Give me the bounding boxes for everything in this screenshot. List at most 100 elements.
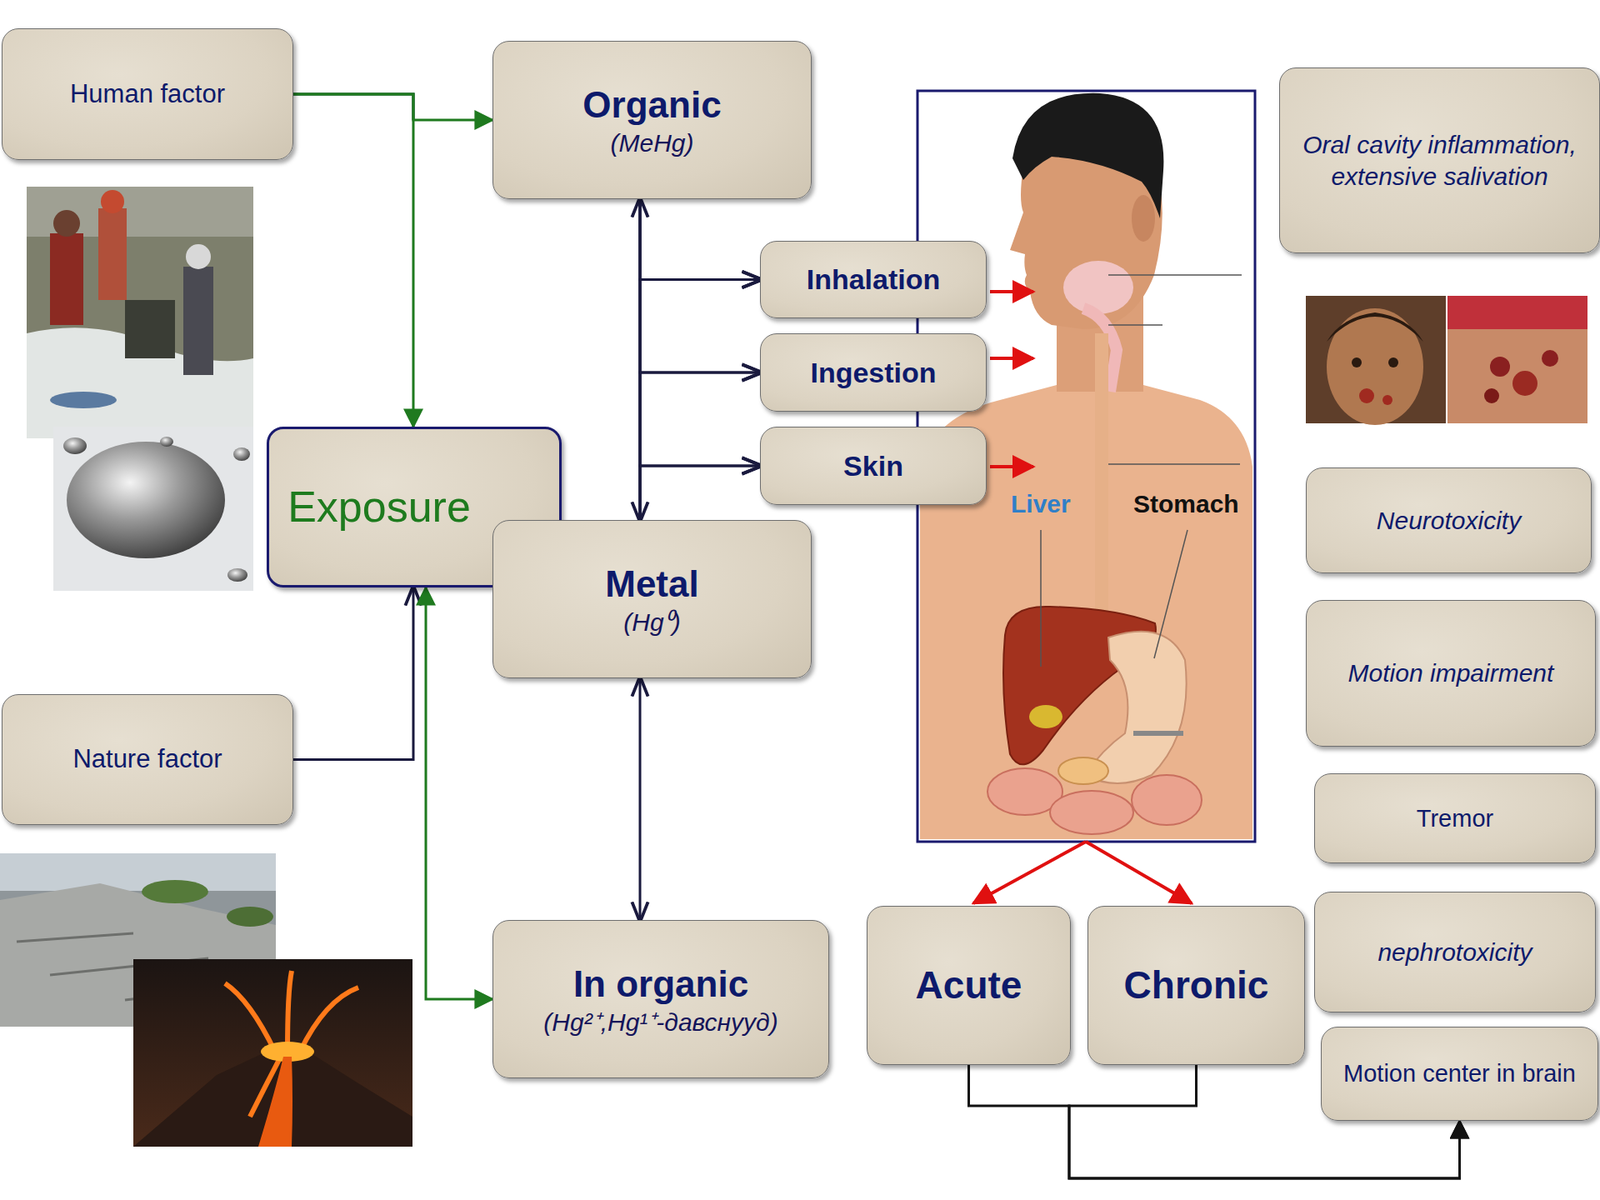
- mercury-drop: [66, 441, 225, 559]
- child-face: [1326, 308, 1424, 425]
- connector: [640, 372, 760, 520]
- workers-photo: [26, 186, 254, 439]
- box-text: Inhalation: [806, 261, 941, 298]
- box-text: Human factor: [70, 78, 225, 111]
- route-arrow: [990, 290, 1034, 294]
- effect-box: nephrotoxicity: [1314, 891, 1596, 1013]
- box-text: Oral cavity inflammation, extensive sali…: [1293, 129, 1586, 192]
- photo-bg: [53, 426, 254, 591]
- form-box: Metal(Hg⁰): [492, 520, 812, 679]
- form-box: Organic(MeHg): [492, 40, 812, 200]
- mercury-drop: [160, 436, 174, 447]
- box-text: (MeHg): [610, 127, 694, 160]
- source-box: Nature factor: [1, 694, 294, 825]
- red-arrows: [973, 291, 1192, 904]
- box-text: Organic: [582, 81, 721, 128]
- esophagus: [1095, 333, 1109, 642]
- effect-box: Oral cavity inflammation, extensive sali…: [1279, 67, 1600, 254]
- organ-label: Liver: [1010, 490, 1071, 518]
- effect-box: Neurotoxicity: [1305, 467, 1592, 574]
- photo-bg: [1447, 295, 1588, 424]
- box-text: Ingestion: [810, 355, 936, 391]
- connector: [640, 280, 760, 521]
- child-eye: [1388, 357, 1399, 368]
- connector: [425, 587, 493, 1000]
- route-arrow: [990, 356, 1034, 360]
- lesion: [1359, 388, 1375, 404]
- connector: [293, 587, 414, 760]
- volcano-photo: [133, 959, 413, 1147]
- worker-figure: [125, 300, 175, 359]
- mercury-drop: [63, 437, 87, 455]
- box-text: Skin: [843, 448, 904, 485]
- child-eye: [1351, 357, 1362, 368]
- connector: [640, 199, 760, 373]
- worker-figure: [183, 266, 214, 375]
- lesion: [1490, 356, 1510, 377]
- intestine: [1131, 775, 1202, 825]
- connector: [639, 678, 642, 920]
- lesion: [1382, 395, 1393, 405]
- box-text: nephrotoxicity: [1377, 936, 1532, 969]
- connector: [293, 94, 493, 120]
- gallbladder: [1029, 705, 1063, 729]
- mercury-photo: [53, 426, 254, 591]
- connector: [293, 94, 414, 427]
- phase-box: Chronic: [1087, 905, 1305, 1065]
- photo-ground: [26, 186, 254, 439]
- outcome-arrow: [973, 841, 1086, 904]
- effect-box: Motion impairment: [1305, 600, 1596, 747]
- box-text: Motion impairment: [1348, 657, 1555, 690]
- phase-box: Acute: [866, 905, 1071, 1065]
- symptom-photo: [1305, 295, 1588, 425]
- worker-figure: [98, 208, 127, 300]
- form-box: In organic(Hg²⁺,Hg¹⁺-давснууд): [492, 920, 830, 1079]
- effect-box: Motion center in brain: [1320, 1026, 1599, 1121]
- pointer: [1133, 730, 1184, 736]
- lava-flow: [258, 1056, 293, 1147]
- box-text: Tremor: [1416, 803, 1494, 834]
- route-arrow: [990, 465, 1034, 469]
- outcome-arrow: [1085, 841, 1192, 904]
- pancreas: [1058, 757, 1109, 785]
- worker-head: [53, 210, 80, 237]
- connector: [640, 199, 760, 280]
- lesion: [1541, 350, 1559, 367]
- photo-cloth: [1447, 295, 1588, 330]
- factor-wire: [293, 94, 414, 120]
- intestine: [1050, 790, 1134, 835]
- photo-bowl: [50, 391, 117, 409]
- box-text: Metal: [605, 560, 699, 607]
- source-box: Human factor: [1, 28, 294, 160]
- box-text: (Hg²⁺,Hg¹⁺-давснууд): [543, 1006, 778, 1039]
- box-text: In organic: [573, 960, 749, 1007]
- photo-sky: [133, 959, 413, 1147]
- route-box: Skin: [760, 426, 987, 505]
- worker-head: [100, 190, 125, 214]
- bush: [141, 880, 209, 904]
- effect-box: Tremor: [1314, 773, 1596, 864]
- box-text: Chronic: [1124, 961, 1270, 1010]
- ear: [1131, 195, 1155, 242]
- mercury-drop: [227, 568, 248, 582]
- box-text: Neurotoxicity: [1376, 505, 1521, 537]
- photo-sky: [26, 186, 254, 237]
- child-hair: [1326, 312, 1424, 342]
- connector: [640, 199, 760, 466]
- worker-head: [185, 244, 211, 270]
- volcano-cone: [133, 1051, 413, 1147]
- salivary-gland: [1063, 260, 1134, 315]
- organ-label: Stomach: [1133, 490, 1240, 518]
- box-text: Exposure: [287, 480, 471, 535]
- lesion: [1484, 388, 1500, 404]
- route-box: Inhalation: [760, 240, 987, 319]
- bush: [226, 906, 274, 927]
- box-text: Nature factor: [72, 743, 222, 776]
- leader-line: [1108, 275, 1242, 465]
- box-text: (Hg⁰): [623, 606, 680, 639]
- box-text: Acute: [915, 961, 1023, 1010]
- box-text: Motion center in brain: [1343, 1058, 1576, 1089]
- worker-figure: [50, 233, 84, 325]
- photo-sky: [0, 853, 276, 891]
- mercury-drop: [233, 447, 250, 461]
